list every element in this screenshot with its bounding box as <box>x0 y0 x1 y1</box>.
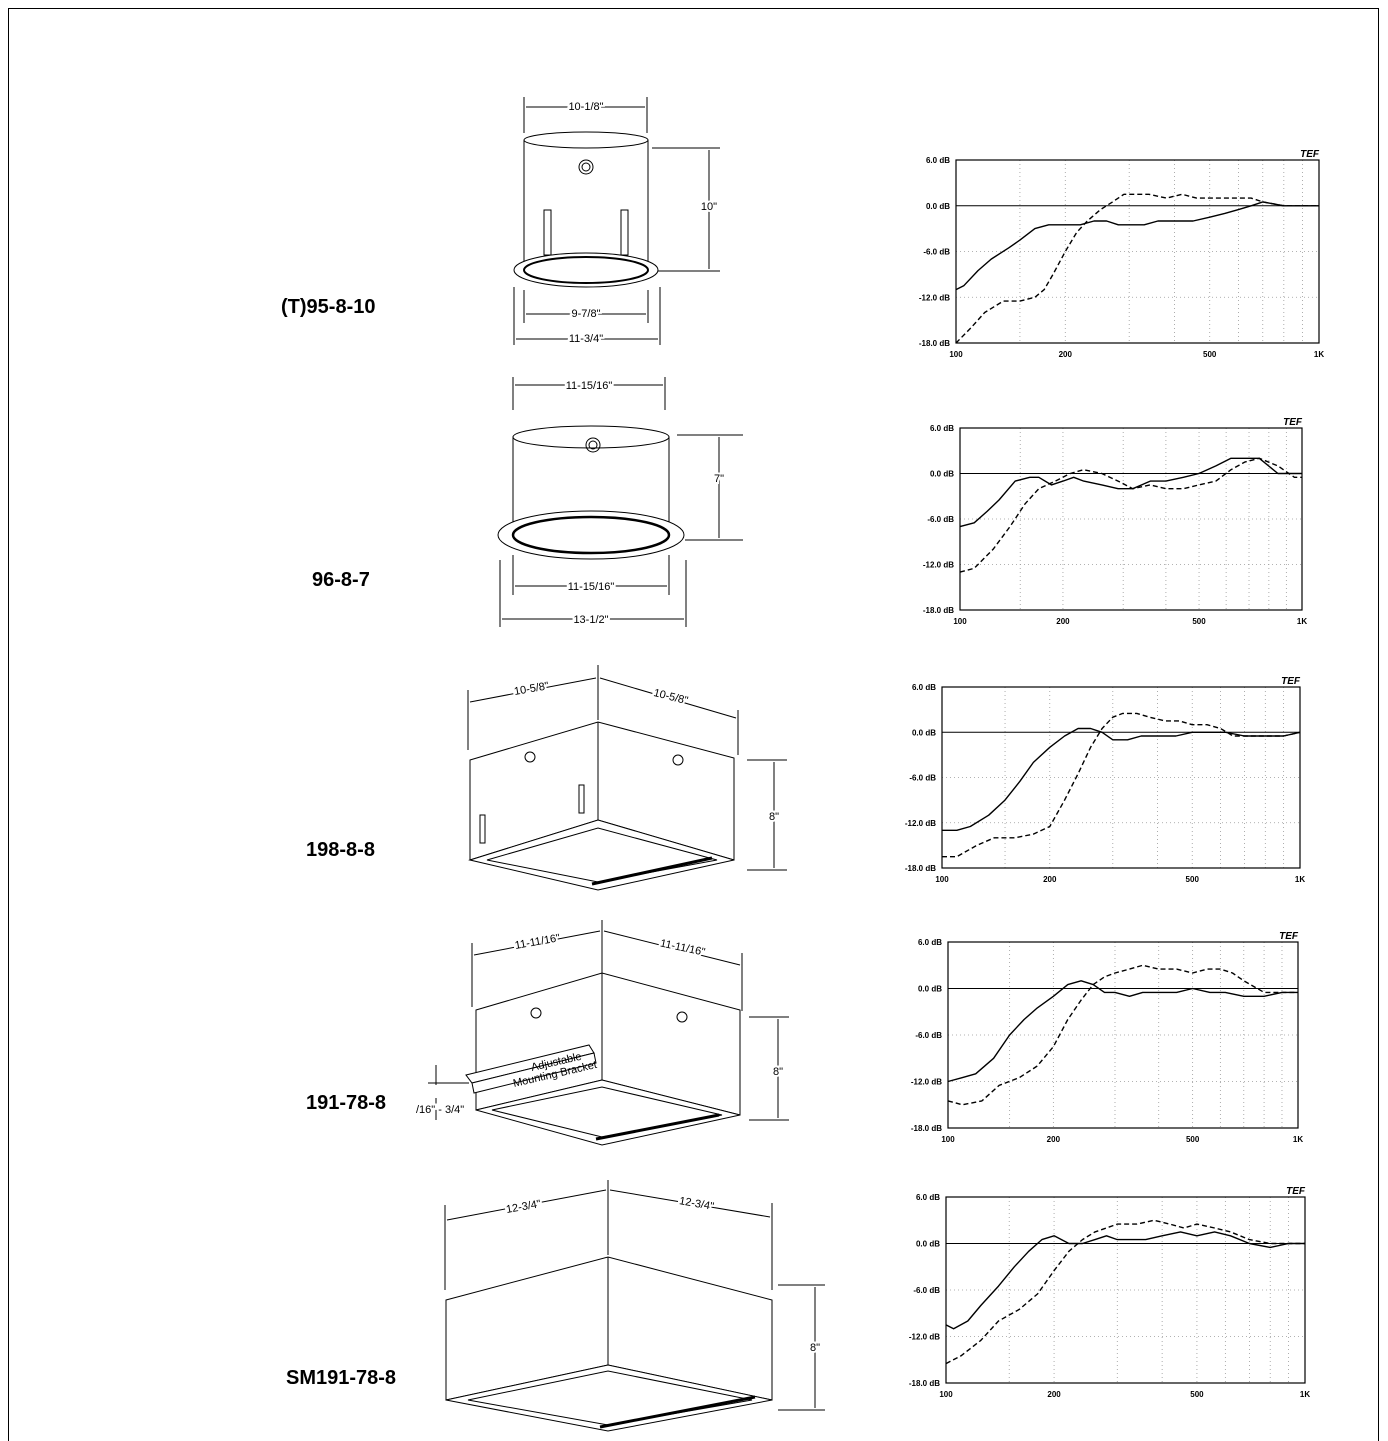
series-dashed-line <box>959 457 1302 573</box>
y-tick-label: -12.0 dB <box>909 1333 940 1342</box>
x-tick-label: 100 <box>949 350 963 359</box>
x-tick-label: 500 <box>1203 350 1217 359</box>
dim-198-width-right: 10-5/8" <box>652 687 689 707</box>
x-tick-label: 200 <box>1056 617 1070 626</box>
model-label-191-78-8: 191-78-8 <box>306 1092 387 1114</box>
x-tick-label: 500 <box>1192 617 1206 626</box>
series-solid-line <box>945 1231 1305 1330</box>
plot-frame <box>947 941 1299 1129</box>
frequency-response-chart-sm191-78-8: 6.0 dB 0.0 dB -6.0 dB -12.0 dB -18.0 dB 100 20… <box>909 1186 1310 1399</box>
drawing-96-8-7: 11-15/16" 7" 11-15/16" 13-1/2" <box>497 377 743 628</box>
y-tick-label: 6.0 dB <box>930 424 954 433</box>
model-label-t95-8-10: (T)95-8-10 <box>281 296 376 318</box>
tef-logo: TEF <box>1283 417 1303 428</box>
y-tick-label: -6.0 dB <box>913 1286 940 1295</box>
y-tick-label: -18.0 dB <box>909 1379 940 1388</box>
dim-t95-cutout: 9-7/8" <box>572 308 601 320</box>
y-tick-label: -12.0 dB <box>923 561 954 570</box>
dim-t95-height: 10" <box>701 201 717 213</box>
x-tick-label: 500 <box>1186 1135 1200 1144</box>
y-tick-label: -6.0 dB <box>927 515 954 524</box>
series-solid-line <box>947 980 1298 1083</box>
x-tick-label: 100 <box>939 1390 953 1399</box>
dim-198-width-left: 10-5/8" <box>513 680 550 698</box>
dim-sm191-width-right: 12-3/4" <box>678 1195 715 1213</box>
series-solid-line <box>959 457 1302 528</box>
x-tick-label: 100 <box>941 1135 955 1144</box>
dim-sm191-height: 8" <box>810 1342 820 1354</box>
plot-frame <box>955 159 1320 344</box>
y-tick-label: -18.0 dB <box>911 1124 942 1133</box>
y-tick-label: -6.0 dB <box>923 248 950 257</box>
tef-logo: TEF <box>1286 1186 1306 1197</box>
dim-96-flange: 13-1/2" <box>573 614 608 626</box>
x-tick-label: 200 <box>1047 1390 1061 1399</box>
x-tick-label: 500 <box>1186 875 1200 884</box>
model-label-96-8-7: 96-8-7 <box>312 569 370 591</box>
dim-191-height: 8" <box>773 1066 783 1078</box>
y-tick-label: -12.0 dB <box>919 293 950 302</box>
y-tick-label: 0.0 dB <box>930 470 954 479</box>
series-dashed-line <box>947 964 1298 1106</box>
x-tick-label: 1K <box>1293 1135 1303 1144</box>
dim-sm191-width-left: 12-3/4" <box>505 1198 542 1216</box>
tef-logo: TEF <box>1281 676 1301 687</box>
plot-frame <box>945 1196 1306 1384</box>
dim-t95-width-top: 10-1/8" <box>568 101 603 113</box>
y-tick-label: 6.0 dB <box>918 938 942 947</box>
plot-frame <box>959 427 1303 611</box>
y-tick-label: 6.0 dB <box>912 683 936 692</box>
y-tick-label: -18.0 dB <box>905 864 936 873</box>
x-tick-label: 1K <box>1297 617 1307 626</box>
drawing-t95-8-10: 10-1/8" 10" 9-7/8" 11-3/4" <box>513 97 720 347</box>
drawing-191-78-8: 11-11/16" 11-11/16" 8" /16" - 3/4" Adjus… <box>414 920 789 1146</box>
y-tick-label: -6.0 dB <box>915 1031 942 1040</box>
dim-96-height: 7" <box>714 473 724 485</box>
y-tick-label: -18.0 dB <box>919 339 950 348</box>
dim-96-cutout: 11-15/16" <box>568 581 615 593</box>
x-tick-label: 100 <box>953 617 967 626</box>
y-tick-label: -6.0 dB <box>909 774 936 783</box>
x-tick-label: 1K <box>1295 875 1305 884</box>
x-tick-label: 1K <box>1314 350 1324 359</box>
drawing-198-8-8: 10-5/8" 10-5/8" 8" <box>467 665 787 891</box>
x-tick-label: 200 <box>1047 1135 1061 1144</box>
frequency-response-chart-96-8-7: 6.0 dB 0.0 dB -6.0 dB -12.0 dB -18.0 dB 100 20… <box>923 417 1307 626</box>
y-tick-label: 0.0 dB <box>916 1240 940 1249</box>
model-label-198-8-8: 198-8-8 <box>306 839 375 861</box>
tef-logo: TEF <box>1279 931 1299 942</box>
x-tick-label: 1K <box>1300 1390 1310 1399</box>
plot-frame <box>941 686 1301 869</box>
x-tick-label: 200 <box>1059 350 1073 359</box>
x-tick-label: 100 <box>935 875 949 884</box>
frequency-response-chart-198-8-8: 6.0 dB 0.0 dB -6.0 dB -12.0 dB -18.0 dB 100 20… <box>905 676 1305 884</box>
x-tick-label: 500 <box>1190 1390 1204 1399</box>
model-label-sm191-78-8: SM191-78-8 <box>286 1367 397 1389</box>
tef-logo: TEF <box>1300 149 1320 160</box>
dim-191-width-left: 11-11/16" <box>514 932 561 952</box>
dim-191-bracket-range: /16" - 3/4" <box>416 1104 464 1116</box>
y-tick-label: 0.0 dB <box>926 202 950 211</box>
dim-t95-flange: 11-3/4" <box>569 333 603 345</box>
series-solid-line <box>942 727 1301 831</box>
x-tick-label: 200 <box>1043 875 1057 884</box>
dim-198-height: 8" <box>769 811 779 823</box>
series-dashed-line <box>942 712 1301 858</box>
frequency-response-chart-191-78-8: 6.0 dB 0.0 dB -6.0 dB -12.0 dB -18.0 dB 100 20… <box>911 931 1303 1144</box>
y-tick-label: 0.0 dB <box>912 728 936 737</box>
series-dashed-line <box>945 1219 1305 1365</box>
y-tick-label: -12.0 dB <box>905 819 936 828</box>
page-frame <box>8 8 1379 1441</box>
y-tick-label: -18.0 dB <box>923 606 954 615</box>
y-tick-label: 0.0 dB <box>918 985 942 994</box>
drawing-sm191-78-8: 12-3/4" 12-3/4" 8" <box>444 1180 825 1432</box>
y-tick-label: 6.0 dB <box>926 156 950 165</box>
series-dashed-line <box>955 193 1319 344</box>
series-solid-line <box>955 201 1319 291</box>
frequency-response-chart-t95-8-10: 6.0 dB 0.0 dB -6.0 dB -12.0 dB -18.0 dB 100 20… <box>919 149 1324 359</box>
dim-96-width-top: 11-15/16" <box>566 380 613 392</box>
y-tick-label: -12.0 dB <box>911 1078 942 1087</box>
y-tick-label: 6.0 dB <box>916 1193 940 1202</box>
dim-191-width-right: 11-11/16" <box>659 937 706 958</box>
